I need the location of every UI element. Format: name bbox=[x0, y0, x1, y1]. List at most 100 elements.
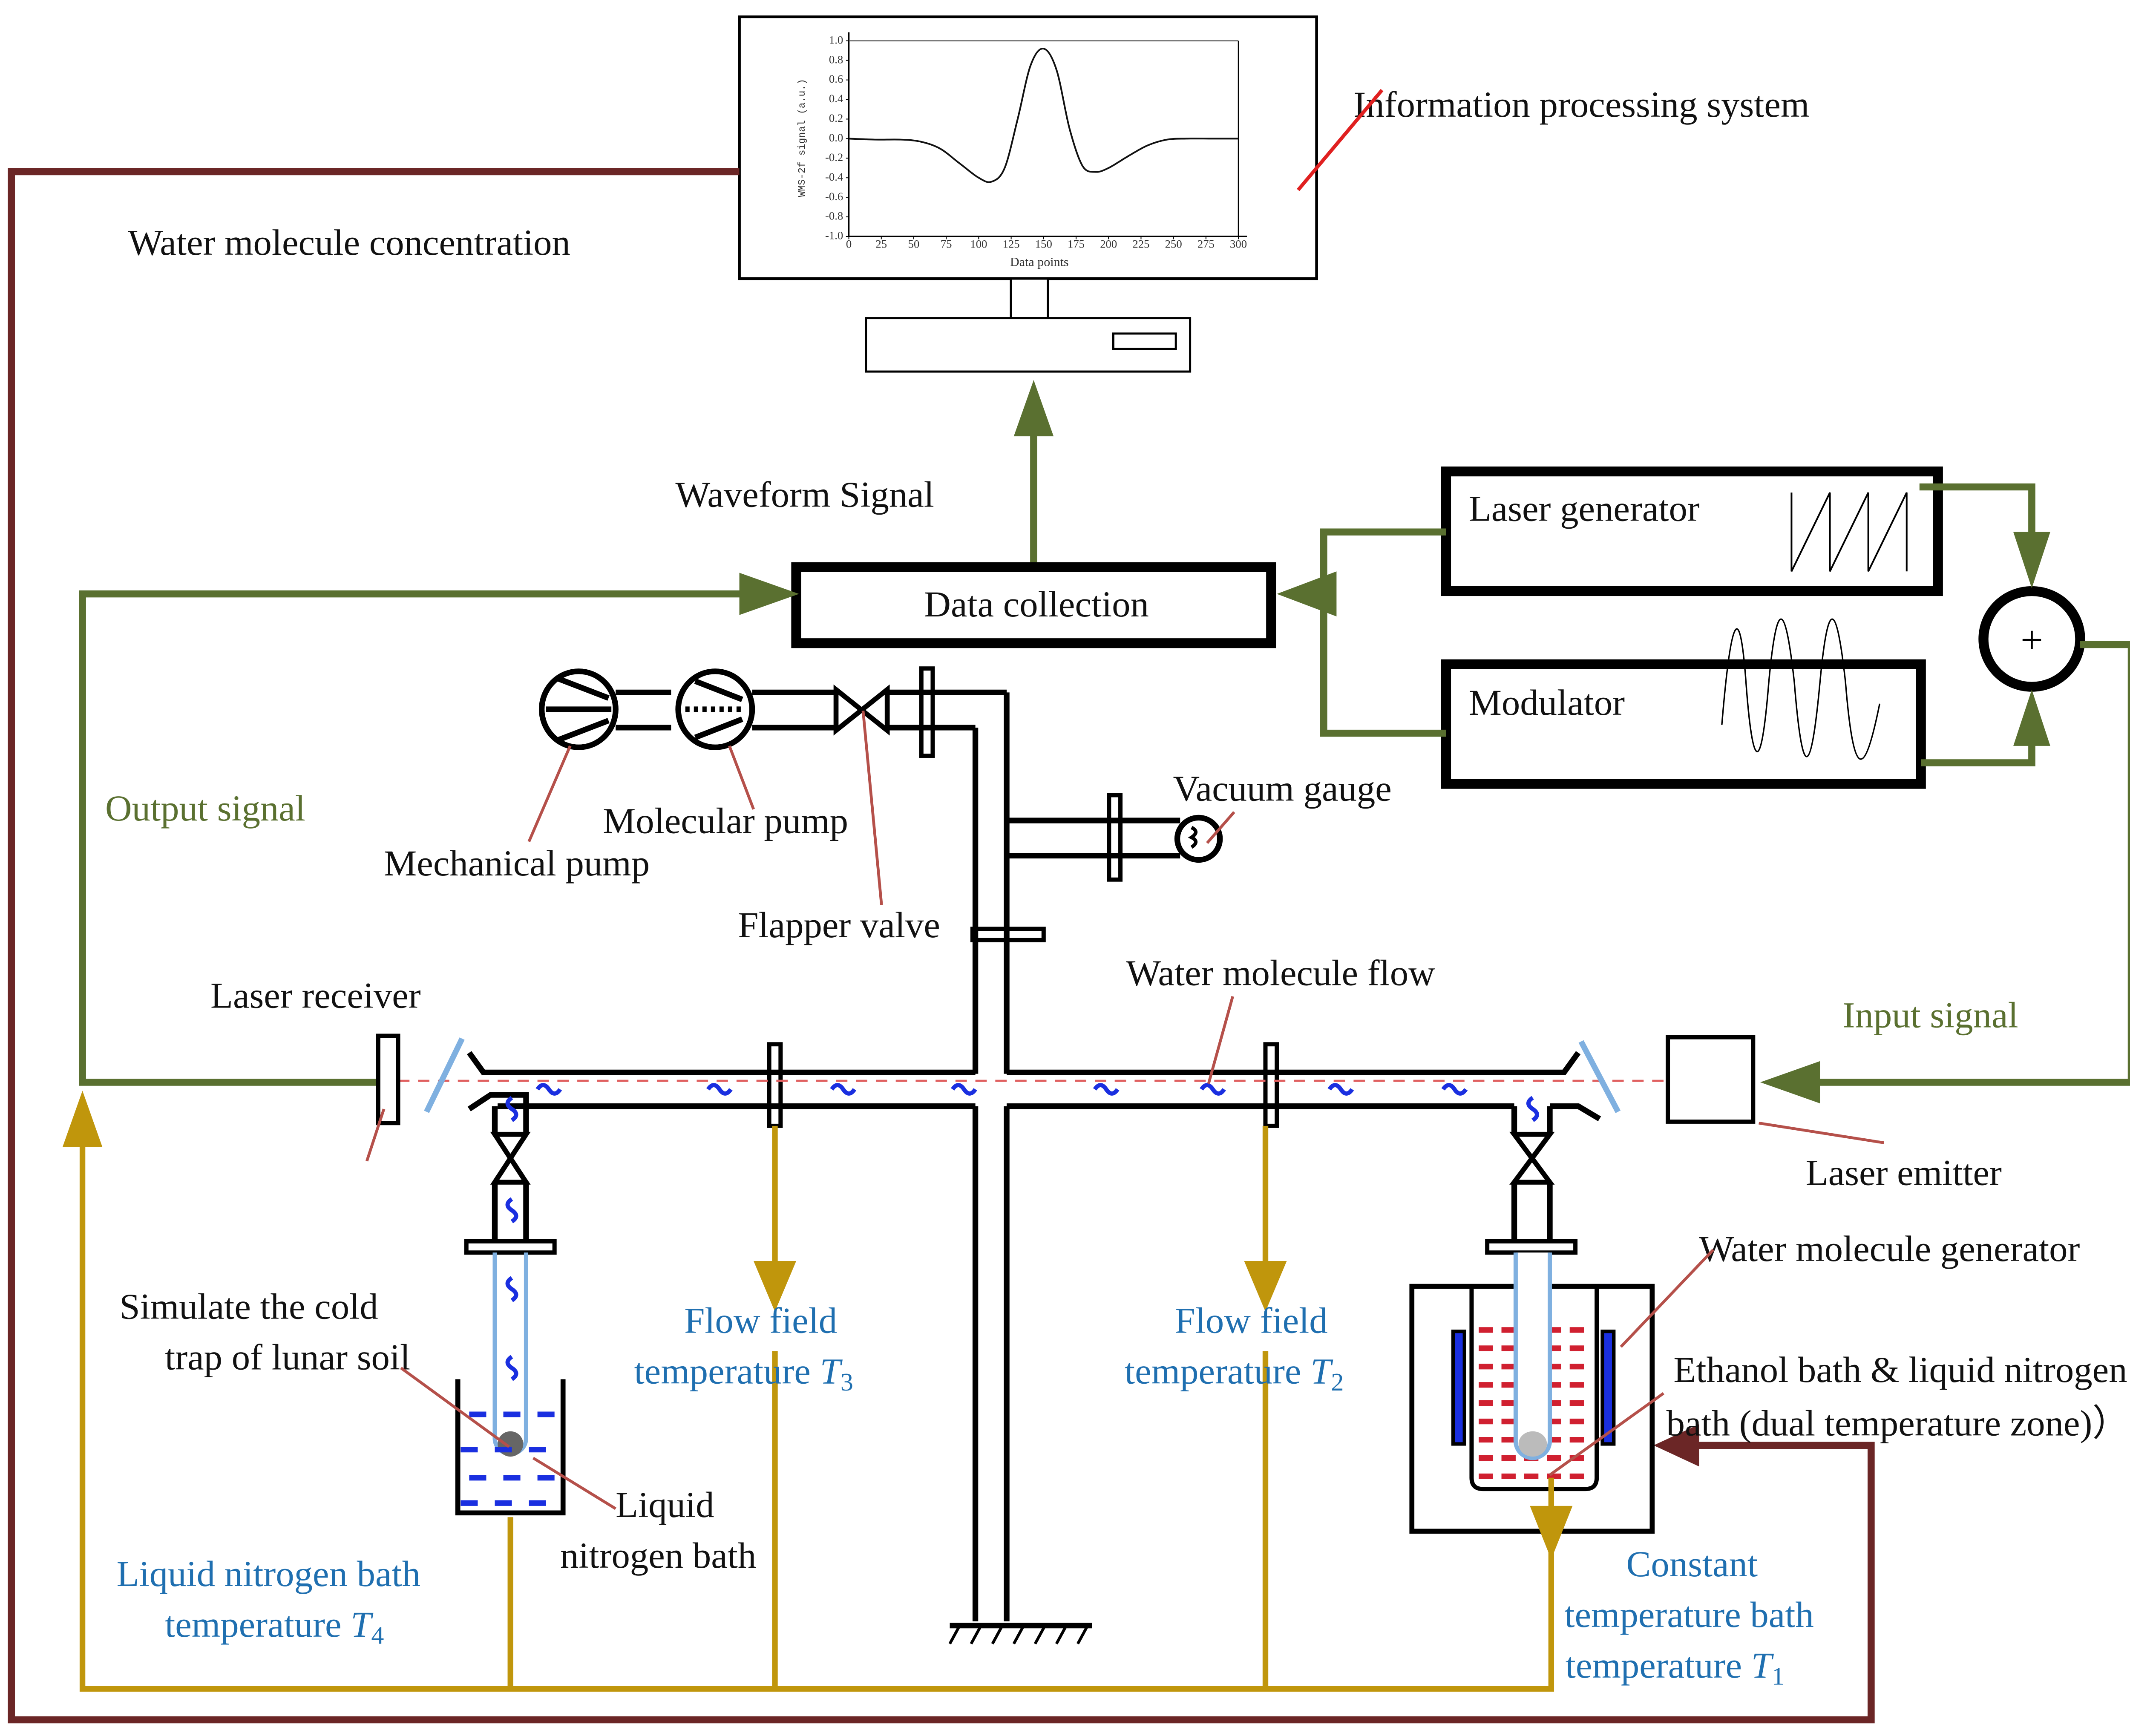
label-flow-field-t2-line1: Flow field bbox=[1175, 1300, 1328, 1341]
chart-x-tick-label: 25 bbox=[875, 238, 887, 250]
label-ln-bath-t4-line1: Liquid nitrogen bath bbox=[117, 1554, 420, 1595]
leader-molecular-pump bbox=[728, 745, 755, 810]
chart-ylabel: WMS-2f signal (a.u.) bbox=[797, 79, 808, 197]
label-mechanical-pump: Mechanical pump bbox=[384, 843, 650, 884]
label-molecular-pump: Molecular pump bbox=[603, 800, 848, 841]
leader-flapper-valve bbox=[861, 710, 883, 905]
cold-trap-tube bbox=[492, 1252, 528, 1456]
label-waveform-signal: Waveform Signal bbox=[675, 474, 934, 515]
leader-laser-emitter bbox=[1759, 1121, 1884, 1144]
chart-x-tick-label: 175 bbox=[1068, 238, 1085, 250]
modulator-label: Modulator bbox=[1469, 682, 1625, 723]
label-flow-field-t2-line2: temperature T2 bbox=[1125, 1351, 1344, 1396]
chart-x-tick-label: 125 bbox=[1003, 238, 1020, 250]
label-ln-bath-t4-line2: temperature T4 bbox=[165, 1604, 384, 1649]
label-input-signal: Input signal bbox=[1843, 995, 2018, 1036]
laser-generator-label: Laser generator bbox=[1469, 488, 1700, 529]
temperature-lines bbox=[79, 1126, 1554, 1692]
label-flow-field-t3-line1: Flow field bbox=[684, 1300, 837, 1341]
chart-y-tick-label: 0.4 bbox=[829, 92, 843, 105]
chart-x-tick-label: 300 bbox=[1230, 238, 1247, 250]
data-collection-input-arrowhead bbox=[1277, 571, 1337, 616]
label-const-bath-t1-line1: Constant bbox=[1626, 1543, 1758, 1584]
label-water-molecule-concentration: Water molecule concentration bbox=[128, 222, 570, 263]
chart-y-tick-label: -0.4 bbox=[825, 170, 843, 183]
output-signal-arrowhead bbox=[739, 573, 799, 615]
chart-y-tick-label: -0.2 bbox=[825, 151, 843, 164]
label-information-processing-system: Information processing system bbox=[1353, 84, 1809, 125]
right-window bbox=[1578, 1040, 1621, 1113]
label-liquid-nitrogen-line1: Liquid bbox=[616, 1485, 714, 1526]
modulator-box bbox=[1441, 659, 1926, 789]
label-laser-emitter: Laser emitter bbox=[1806, 1152, 2002, 1193]
label-flapper-valve: Flapper valve bbox=[738, 905, 940, 946]
chart-x-tick-label: 100 bbox=[970, 238, 987, 250]
chart-series-line bbox=[849, 48, 1239, 183]
vacuum-system bbox=[464, 666, 1601, 1629]
input-signal-line bbox=[1805, 641, 2130, 1086]
label-cold-trap-line1: Simulate the cold bbox=[119, 1286, 378, 1327]
left-window bbox=[424, 1037, 465, 1113]
generator-inner-vessel bbox=[1469, 1286, 1599, 1491]
label-ethanol-bath-line1: Ethanol bath & liquid nitrogen bbox=[1673, 1350, 2127, 1391]
leader-ethanol-bath bbox=[1549, 1392, 1664, 1476]
monitor-stand bbox=[1010, 277, 1049, 320]
leader-cold-trap bbox=[400, 1367, 510, 1448]
sine-wave-icon bbox=[1721, 618, 1880, 760]
liquid-nitrogen-dewar bbox=[455, 1379, 566, 1516]
label-water-molecule-generator: Water molecule generator bbox=[1699, 1228, 2080, 1269]
feedback-arrowhead bbox=[1653, 1424, 1699, 1467]
laser-to-sum-arrowhead bbox=[2013, 532, 2050, 588]
summing-symbol: + bbox=[2021, 618, 2043, 662]
mechanical-pump-icon bbox=[538, 668, 619, 750]
flapper-valve-icon bbox=[833, 684, 890, 736]
generator-tube bbox=[1513, 1252, 1552, 1460]
modulator-to-sum-line bbox=[1921, 731, 2035, 766]
chart-xlabel: Data points bbox=[1010, 255, 1069, 269]
chart-y-tick-label: 0.6 bbox=[829, 72, 843, 85]
chart-y-tick-label: -0.8 bbox=[825, 210, 843, 222]
label-const-bath-t1-line2: temperature bath bbox=[1564, 1594, 1813, 1635]
label-cold-trap-line2: trap of lunar soil bbox=[165, 1337, 410, 1378]
leader-mechanical-pump bbox=[527, 745, 572, 842]
leader-information-processing bbox=[1297, 89, 1384, 191]
label-liquid-nitrogen-line2: nitrogen bath bbox=[560, 1535, 756, 1576]
cold-trap bbox=[455, 1252, 566, 1516]
chart-x-tick-label: 150 bbox=[1035, 238, 1052, 250]
chart-y-tick-label: 1.0 bbox=[829, 34, 843, 46]
leader-vacuum-gauge bbox=[1206, 811, 1235, 844]
concentration-feedback-line bbox=[8, 168, 1875, 1724]
chart-x-tick-label: 200 bbox=[1100, 238, 1117, 250]
monitor-screen bbox=[738, 15, 1318, 280]
label-output-signal: Output signal bbox=[105, 788, 305, 829]
laser-to-sum-line bbox=[1919, 483, 2035, 542]
drive-slot bbox=[1112, 332, 1177, 350]
summing-junction bbox=[1978, 586, 2085, 692]
chart-y-tick-label: -0.6 bbox=[825, 190, 843, 203]
monitor bbox=[738, 15, 1318, 373]
label-water-molecule-flow: Water molecule flow bbox=[1126, 953, 1435, 993]
laser-receiver-icon bbox=[376, 1034, 400, 1126]
water-molecule-generator bbox=[1409, 1252, 1655, 1534]
waveform-signal-arrowhead bbox=[1013, 380, 1054, 437]
label-vacuum-gauge: Vacuum gauge bbox=[1173, 768, 1392, 809]
modulator-to-sum-arrowhead bbox=[2013, 689, 2050, 746]
molecular-pump-icon bbox=[675, 668, 755, 750]
data-collection-box bbox=[791, 562, 1276, 648]
leader-water-flow bbox=[1207, 996, 1234, 1084]
laser-to-data-collection-line bbox=[1320, 528, 1446, 737]
label-flow-field-t3-line2: temperature T3 bbox=[634, 1351, 853, 1396]
label-const-bath-t1-line3: temperature T1 bbox=[1566, 1645, 1785, 1690]
chart-y-tick-label: 0.2 bbox=[829, 112, 843, 124]
chart-y-tick-label: 0.8 bbox=[829, 53, 843, 66]
chart-y-tick-label: -1.0 bbox=[825, 229, 843, 242]
chart-y-tick-label: 0.0 bbox=[829, 131, 843, 144]
laser-emitter-icon bbox=[1666, 1035, 1756, 1124]
chart-x-tick-label: 250 bbox=[1165, 238, 1182, 250]
input-signal-arrowhead bbox=[1760, 1061, 1820, 1103]
water-molecule-symbols bbox=[505, 1083, 1539, 1423]
leader-generator bbox=[1620, 1249, 1715, 1348]
label-laser-receiver: Laser receiver bbox=[210, 975, 421, 1016]
